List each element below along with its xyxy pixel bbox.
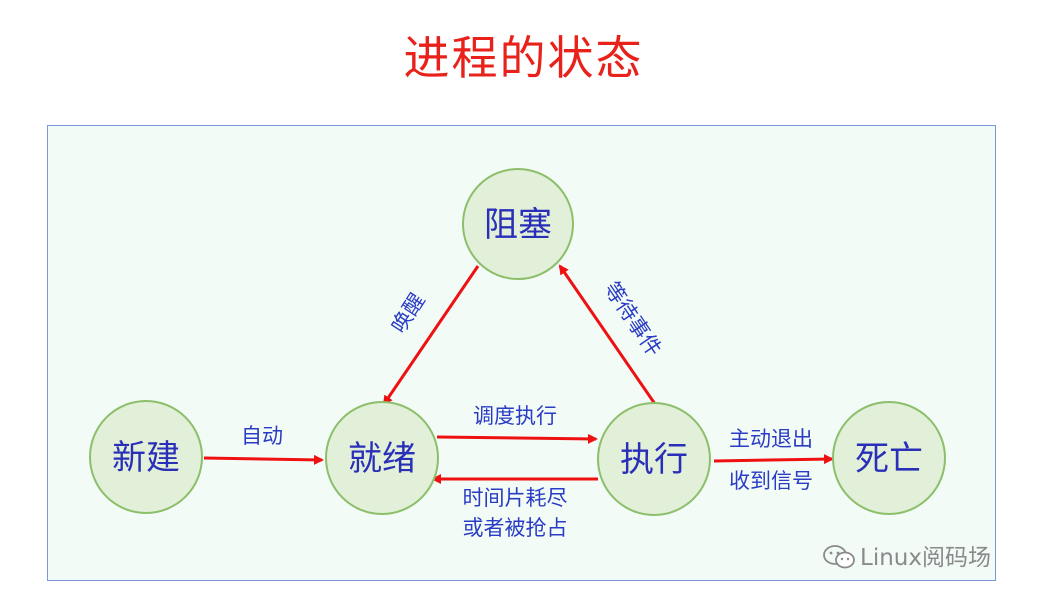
node-dead: 死亡 <box>832 401 946 515</box>
label-running-to-dead-2: 收到信号 <box>729 469 813 493</box>
label-running-to-blocked: 等待事件 <box>599 278 666 361</box>
node-blocked-label: 阻塞 <box>484 205 552 245</box>
node-blocked: 阻塞 <box>462 168 574 280</box>
watermark-text: Linux阅码场 <box>860 545 991 571</box>
arrow-new-to-ready <box>203 454 324 465</box>
arrow-running-to-blocked <box>558 264 657 405</box>
node-ready: 就绪 <box>325 401 439 515</box>
watermark: Linux阅码场 <box>822 538 991 572</box>
label-running-to-ready-2: 或者被抢占 <box>463 516 568 540</box>
arrow-ready-to-running <box>436 433 598 444</box>
label-ready-to-running: 调度执行 <box>473 404 557 428</box>
node-running-label: 执行 <box>620 440 688 480</box>
label-new-to-ready: 自动 <box>241 424 283 448</box>
arrow-running-to-dead <box>713 454 834 465</box>
arrow-blocked-to-ready <box>382 265 480 406</box>
node-running: 执行 <box>597 402 711 516</box>
node-ready-label: 就绪 <box>348 439 416 479</box>
node-new-label: 新建 <box>112 438 180 478</box>
node-new: 新建 <box>89 400 203 514</box>
node-dead-label: 死亡 <box>855 439 923 479</box>
label-running-to-dead-1: 主动退出 <box>729 427 813 451</box>
label-blocked-to-ready: 唤醒 <box>387 289 430 337</box>
page-title: 进程的状态 <box>403 31 644 85</box>
wechat-icon <box>822 544 856 570</box>
label-running-to-ready-1: 时间片耗尽 <box>463 486 568 510</box>
